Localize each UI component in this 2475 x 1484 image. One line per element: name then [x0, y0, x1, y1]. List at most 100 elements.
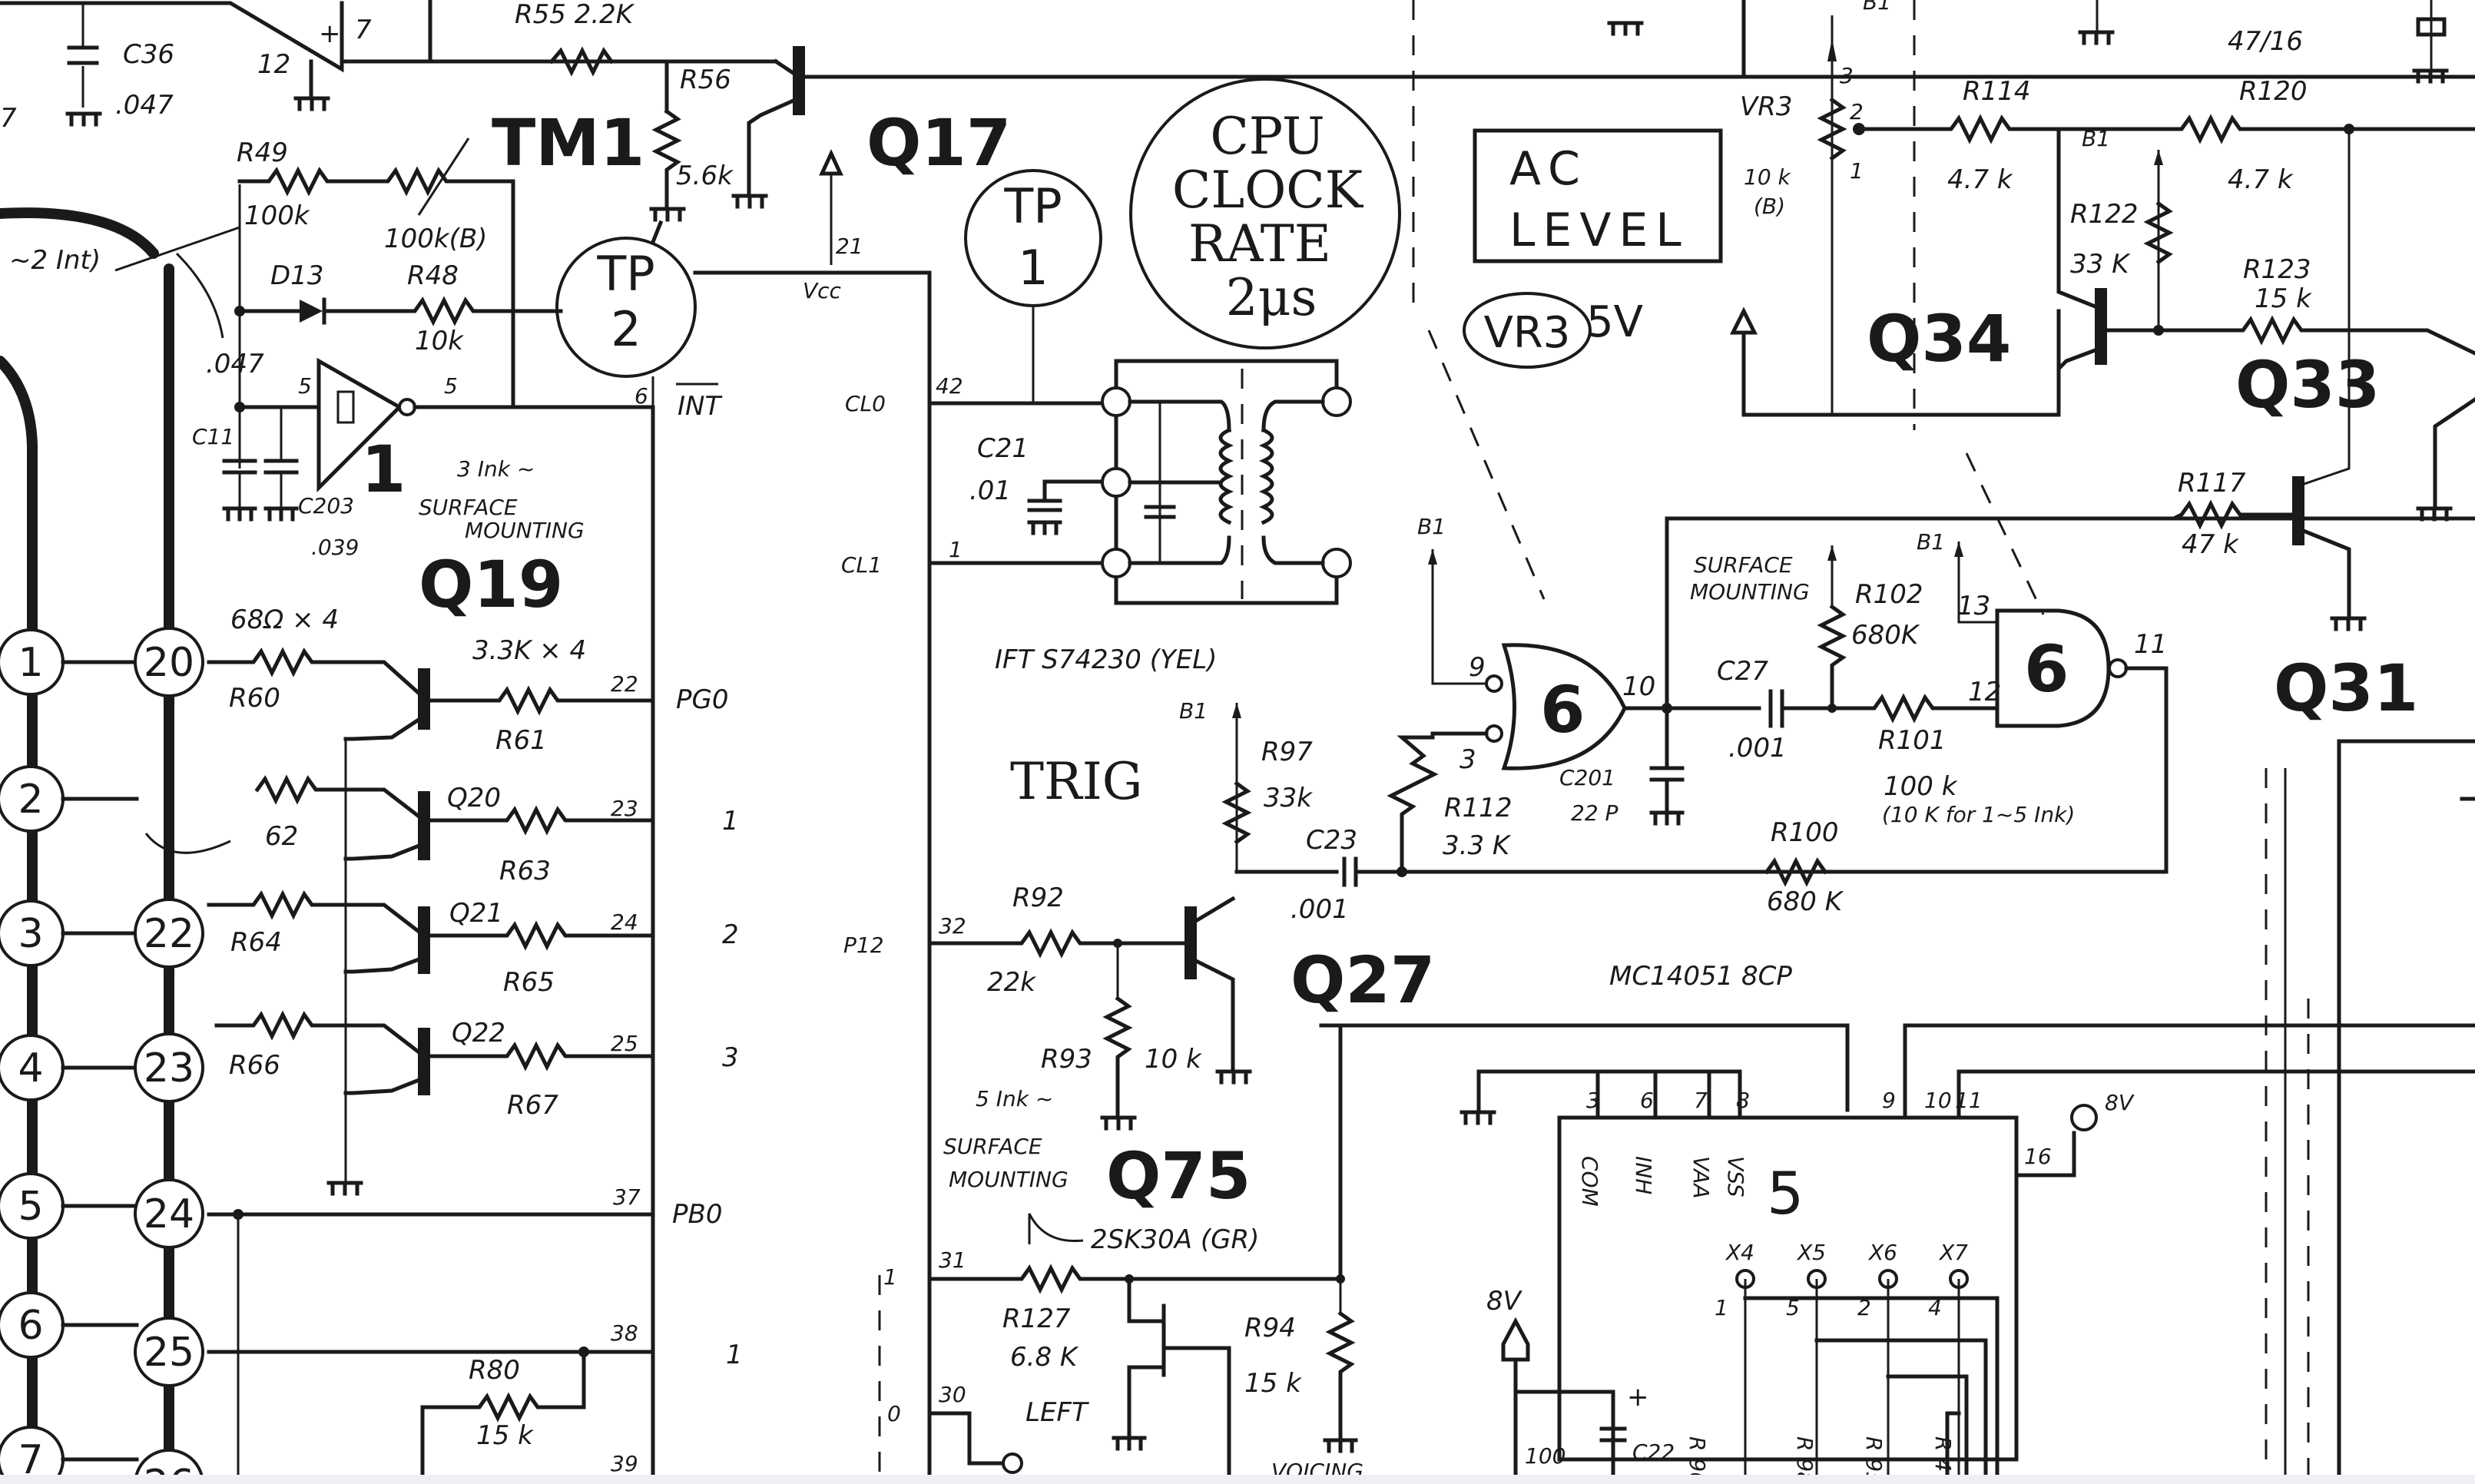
- c047-value: .047: [206, 349, 264, 379]
- 5v-arrow-icon: [1729, 306, 1758, 335]
- q75-part: 2SK30A (GR): [1091, 1224, 1259, 1255]
- r117-value: 47 k: [2182, 529, 2239, 560]
- r94-resistor: [1325, 1310, 1356, 1439]
- gate-pin-9: 9: [1469, 652, 1486, 683]
- r92-label: R92: [1012, 883, 1064, 913]
- cpu-pin-31: 31: [939, 1247, 966, 1273]
- r112-value: 3.3 K: [1443, 830, 1512, 861]
- gate-input-bubble: [1485, 674, 1503, 693]
- opamp-pin7: 7: [355, 15, 372, 45]
- r66-label: R66: [229, 1050, 280, 1081]
- ground-icon: [1100, 1115, 1137, 1131]
- vr3-value: 10 k: [1744, 164, 1792, 190]
- r92-value: 22k: [987, 967, 1036, 998]
- d13-diode-icon: [300, 300, 323, 323]
- pointer-dashed: [1965, 452, 2045, 615]
- ic5-part: MC14051 8CP: [1609, 961, 1792, 992]
- tp2-num: 2: [611, 301, 641, 357]
- r93-value: 10 k: [1145, 1044, 1202, 1075]
- ground-icon: [1112, 1436, 1147, 1451]
- r93-resistor: [1102, 995, 1133, 1116]
- ift-capacitor: [1144, 505, 1176, 519]
- b1-label-4: B1: [2082, 126, 2110, 151]
- opamp-section: R55 2.2K 7 + 12 C36 .047 7: [0, 0, 778, 134]
- vr3-pin3: 3: [1840, 63, 1854, 88]
- vcc-arrow-icon: [819, 149, 843, 176]
- q33-emitter: [2433, 396, 2475, 509]
- c22-label: C22: [1632, 1439, 1675, 1465]
- cpu-pin-39: 39: [611, 1451, 638, 1476]
- r80-label: R80: [469, 1355, 520, 1386]
- ic5-num: 5: [1767, 1159, 1804, 1227]
- ic5-pin-6: 6: [1640, 1088, 1654, 1113]
- gate-6-right-num: 6: [2024, 631, 2069, 707]
- r101-note: (10 K for 1~5 Ink): [1882, 802, 2075, 827]
- cpu-int: INT: [678, 391, 722, 422]
- smt-note-2b: SURFACE: [943, 1134, 1042, 1159]
- r127-value: 6.8 K: [1010, 1342, 1079, 1373]
- r93-label: R93: [1041, 1044, 1092, 1075]
- gate-pin-13: 13: [1957, 591, 1990, 621]
- gate-pin-12: 12: [1968, 677, 2001, 707]
- cpu-p10: 0: [887, 1401, 901, 1426]
- ic-wire: [1338, 1023, 1850, 1112]
- r112-label: R112: [1444, 793, 1512, 823]
- smt-note-3a: SURFACE: [1694, 552, 1793, 578]
- r122-label: R122: [2070, 199, 2139, 230]
- ac-level-box: [1473, 128, 1723, 263]
- footer-bar: [0, 1475, 2475, 1484]
- r63-label: R63: [499, 856, 551, 886]
- cpu-pin-37: 37: [613, 1184, 641, 1210]
- q17-section: R56 5.6k Q17 21 Vcc: [649, 0, 2475, 303]
- resistor-bank-label: R 4: [1930, 1436, 1956, 1472]
- transistor-array: 68Ω × 4 R60 3.3K × 4 R61 22 PG0 62 Q20 R…: [207, 405, 743, 1484]
- vr3-voltage: 5V: [1586, 297, 1643, 347]
- terminal: [1002, 1453, 1023, 1474]
- cpu-pb0: PB0: [672, 1199, 722, 1230]
- wire: [238, 472, 283, 507]
- q34-label: Q34: [1867, 301, 2011, 376]
- gate-input-bubble: [1485, 724, 1503, 743]
- c27-value: .001: [1728, 733, 1787, 764]
- cpu-pin-42: 42: [936, 373, 963, 399]
- ift-terminal: [1101, 467, 1131, 498]
- r48-label: R48: [407, 260, 459, 291]
- smt-note-1c: MOUNTING: [465, 518, 585, 543]
- inverter-1-body: [316, 357, 403, 493]
- c36-value: .047: [115, 90, 174, 121]
- bus-line: [0, 356, 38, 1484]
- r65-label: R65: [503, 967, 555, 998]
- r102-label: R102: [1855, 579, 1923, 610]
- ic5-out-pin: 2: [1857, 1295, 1871, 1320]
- ift-terminal: [1101, 548, 1131, 578]
- r67-resistor: [422, 1041, 655, 1072]
- smt-note-3b: MOUNTING: [1690, 579, 1810, 605]
- c23-wire: [1234, 856, 2169, 887]
- r61-resistor: [422, 685, 655, 716]
- ground-icon: [2412, 68, 2449, 84]
- connector-left-label: 6: [18, 1303, 43, 1349]
- r62-resistor: [254, 774, 424, 821]
- vr3-badge-label: VR3: [1484, 308, 1571, 358]
- arrow-icon: [2154, 150, 2163, 165]
- wire: [927, 1411, 1005, 1466]
- vr3-b: (B): [1754, 194, 1785, 219]
- r120-label: R120: [2239, 76, 2308, 107]
- r100-resistor: [1764, 856, 1828, 887]
- trig-label: TRIG: [1010, 752, 1143, 811]
- c27-r101-wire: [1622, 689, 2000, 728]
- smt-note-1a: 3 Ink ~: [457, 456, 535, 482]
- cpu-pin-1: 1: [949, 537, 963, 562]
- r63-resistor: [422, 805, 655, 836]
- ic5-out-pin: 5: [1786, 1295, 1800, 1320]
- c21-capacitor: [1027, 479, 1118, 512]
- c22-plus: +: [1627, 1382, 1649, 1413]
- c203-label: C203: [298, 493, 354, 518]
- cpu-pg1: 1: [722, 806, 739, 836]
- cap-4716: 47/16: [2228, 26, 2303, 57]
- r114-label: R114: [1963, 76, 2031, 107]
- q21-label: Q21: [449, 898, 503, 929]
- smt-note-2c: MOUNTING: [949, 1167, 1069, 1192]
- connector-left-label: 2: [18, 777, 43, 823]
- q75-pointer: [1028, 1213, 1084, 1244]
